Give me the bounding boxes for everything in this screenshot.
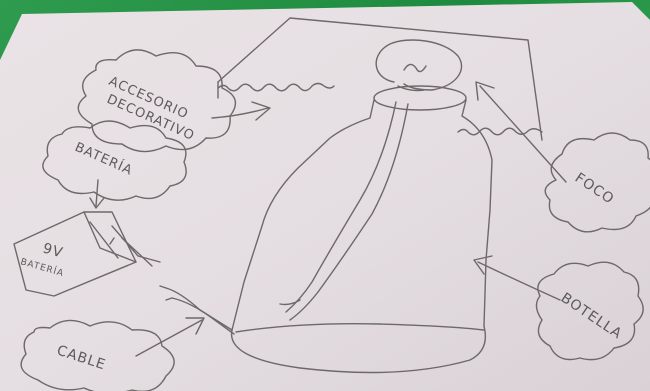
sketch-photo: ACCESORIO DECORATIVO BATERÍA 9V BATERÍA … [0, 0, 650, 391]
lamp-bottle-sketch: ACCESORIO DECORATIVO BATERÍA 9V BATERÍA … [0, 0, 650, 391]
paper-sheet [0, 2, 650, 391]
